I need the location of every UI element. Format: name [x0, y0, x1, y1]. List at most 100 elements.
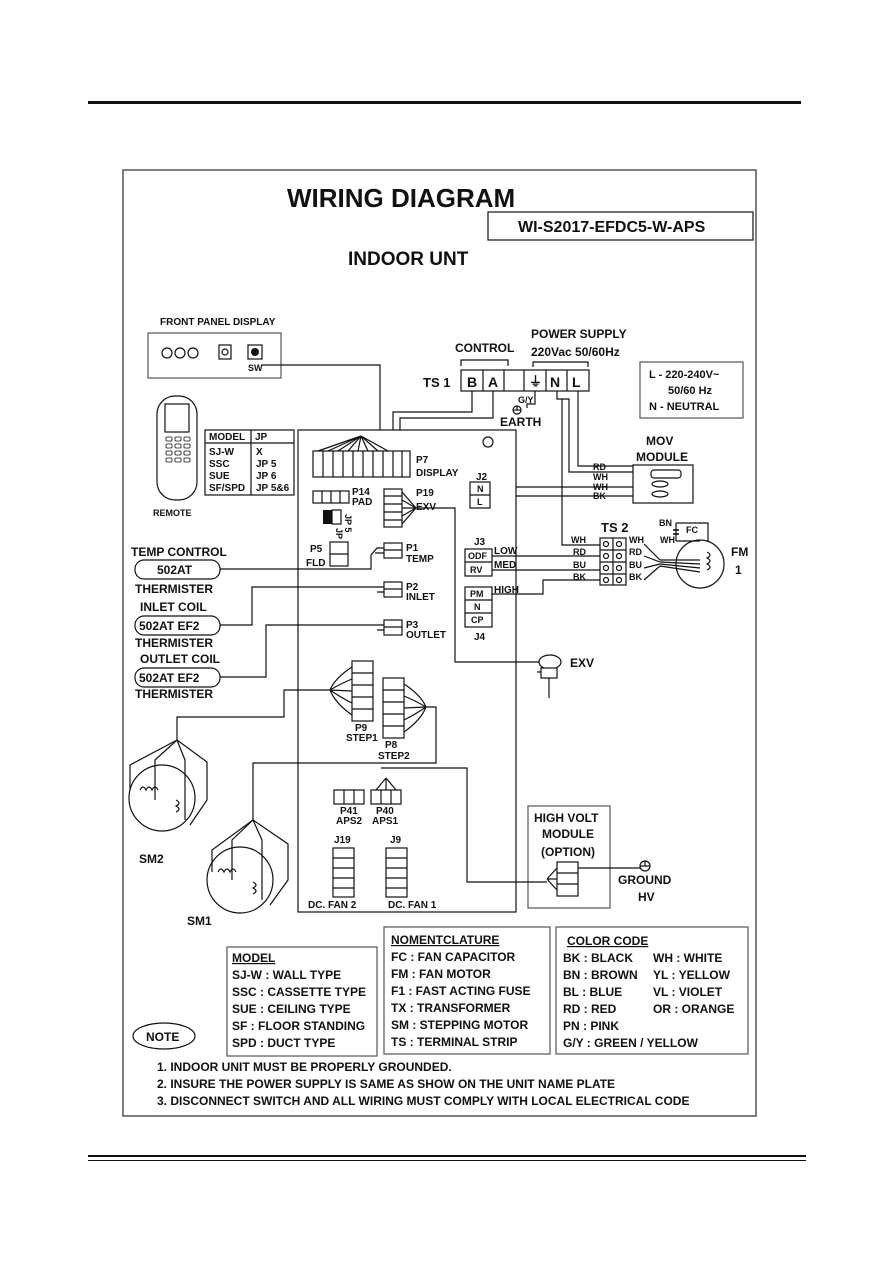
- p2-label: P2: [406, 582, 419, 593]
- diagram-title: WIRING DIAGRAM: [287, 183, 515, 213]
- note-line: 2. INSURE THE POWER SUPPLY IS SAME AS SH…: [157, 1077, 615, 1091]
- power-legend-box: [639, 361, 744, 419]
- mov-wire-label: RD: [593, 462, 606, 472]
- nomenclature-line: TS : TERMINAL STRIP: [391, 1035, 517, 1049]
- p1-label: P1: [406, 543, 419, 554]
- aps2-label: APS2: [336, 816, 363, 827]
- p8-label: P8: [385, 740, 398, 751]
- sensor-1-box: [134, 559, 221, 580]
- j4-terminal: PM: [470, 589, 484, 599]
- note-line: 3. DISCONNECT SWITCH AND ALL WIRING MUST…: [157, 1094, 689, 1108]
- model-box-title: MODEL: [232, 951, 275, 965]
- ts2-label: TS 2: [601, 520, 628, 535]
- p19-connector: [383, 488, 417, 528]
- motor-coil-icon: [705, 551, 711, 571]
- ts1-terminal: L: [572, 374, 581, 390]
- high-label: HIGH: [494, 585, 519, 596]
- jp-cell: SF/SPD: [209, 483, 245, 494]
- mov-label-2: MODULE: [636, 450, 688, 464]
- diagram-subtitle: INDOOR UNT: [348, 249, 469, 270]
- sensor-2-box: [134, 615, 221, 636]
- ts2-right-label: BK: [629, 572, 642, 582]
- note-badge: [132, 1022, 196, 1050]
- jp-cell: JP 5: [256, 459, 277, 470]
- p5-label: P5: [310, 544, 323, 555]
- hv-label: HV: [638, 890, 655, 904]
- model-code: WI-S2017-EFDC5-W-APS: [518, 219, 706, 236]
- ts2-left-label: WH: [571, 535, 586, 545]
- nomenclature-box: [383, 926, 551, 1055]
- color-code-entry: RD : RED: [563, 1002, 617, 1016]
- model-line: SUE : CEILING TYPE: [232, 1002, 351, 1016]
- temp-wire: [220, 547, 384, 570]
- power-legend-line: 50/60 Hz: [668, 385, 713, 397]
- j2-terminal: L: [477, 497, 483, 507]
- mov-wire-label: WH: [593, 472, 608, 482]
- j4-label: J4: [474, 632, 486, 643]
- power-legend-line: N - NEUTRAL: [649, 401, 720, 413]
- nomenclature-line: FM : FAN MOTOR: [391, 967, 491, 981]
- med-label: MED: [494, 560, 516, 571]
- sm2-wire: [176, 689, 330, 740]
- sm1-wire: [252, 706, 437, 820]
- sensor-3-box: [134, 667, 221, 688]
- sensor-3: 502AT EF2: [139, 671, 200, 685]
- wh-label: WH: [660, 535, 675, 545]
- fm-label: FM: [731, 545, 748, 559]
- high-volt-wire: [381, 767, 547, 883]
- p41-label: P41: [340, 806, 358, 817]
- color-code-entry: BK : BLACK: [563, 951, 633, 965]
- ts1-terminal: B: [467, 374, 477, 390]
- jp-cell: JP 5&6: [256, 483, 290, 494]
- j19-connector: [332, 847, 355, 898]
- sm2-label: SM2: [139, 852, 164, 866]
- j3-label: J3: [474, 537, 486, 548]
- footer-rule: [88, 1155, 806, 1157]
- ts1-terminal: N: [550, 374, 560, 390]
- note-line: 1. INDOOR UNIT MUST BE PROPERLY GROUNDED…: [157, 1060, 452, 1074]
- jp6-label: JP 6: [334, 528, 344, 546]
- j3-terminal: RV: [470, 565, 482, 575]
- wire-high: [492, 579, 600, 595]
- p41-connector: [333, 789, 365, 805]
- earth-label: EARTH: [500, 415, 541, 429]
- ts2-right-label: RD: [629, 547, 642, 557]
- exv-valve-icon: [537, 654, 562, 698]
- p9-label: P9: [355, 723, 368, 734]
- outlet-label: OUTLET: [406, 630, 446, 641]
- j9-connector: [385, 847, 408, 898]
- aps1-label: APS1: [372, 816, 399, 827]
- stepping-motor-1-icon: [206, 819, 289, 914]
- high-volt-label-2: MODULE: [542, 827, 594, 841]
- pad-label: PAD: [352, 497, 372, 508]
- p9-connector: [329, 660, 374, 722]
- color-code-entry: YL : YELLOW: [653, 968, 731, 982]
- j4-connector: [464, 586, 493, 628]
- step1-label: STEP1: [346, 733, 378, 744]
- jp-table: [204, 429, 295, 496]
- color-code-entry: OR : ORANGE: [653, 1002, 734, 1016]
- exv-label: EXV: [570, 656, 594, 670]
- ts1-terminal-strip: [460, 369, 590, 392]
- footer-rule-thin: [88, 1160, 806, 1161]
- color-code-entry: BN : BROWN: [563, 968, 638, 982]
- nomenclature-line: TX : TRANSFORMER: [391, 1001, 511, 1015]
- mov-label: MOV: [646, 434, 673, 448]
- varistor-icon: [651, 480, 669, 488]
- ts2-left-label: BK: [573, 572, 586, 582]
- wire-b: [392, 391, 473, 435]
- varistor-icon: [651, 490, 669, 498]
- p40-label: P40: [376, 806, 394, 817]
- p40-connector: [370, 777, 402, 805]
- sensor-2: 502AT EF2: [139, 619, 200, 633]
- color-code-entry: VL : VIOLET: [653, 985, 723, 999]
- model-code-box: [487, 211, 754, 241]
- led-icon: [161, 347, 173, 359]
- ground-hv-icon: [639, 860, 651, 872]
- color-code-box: [555, 926, 749, 1055]
- power-bracket: [532, 361, 589, 367]
- led-icon: [187, 347, 199, 359]
- p19-label: P19: [416, 488, 434, 499]
- thermister-label: THERMISTER: [135, 636, 213, 650]
- ts2-right-label: BU: [629, 560, 642, 570]
